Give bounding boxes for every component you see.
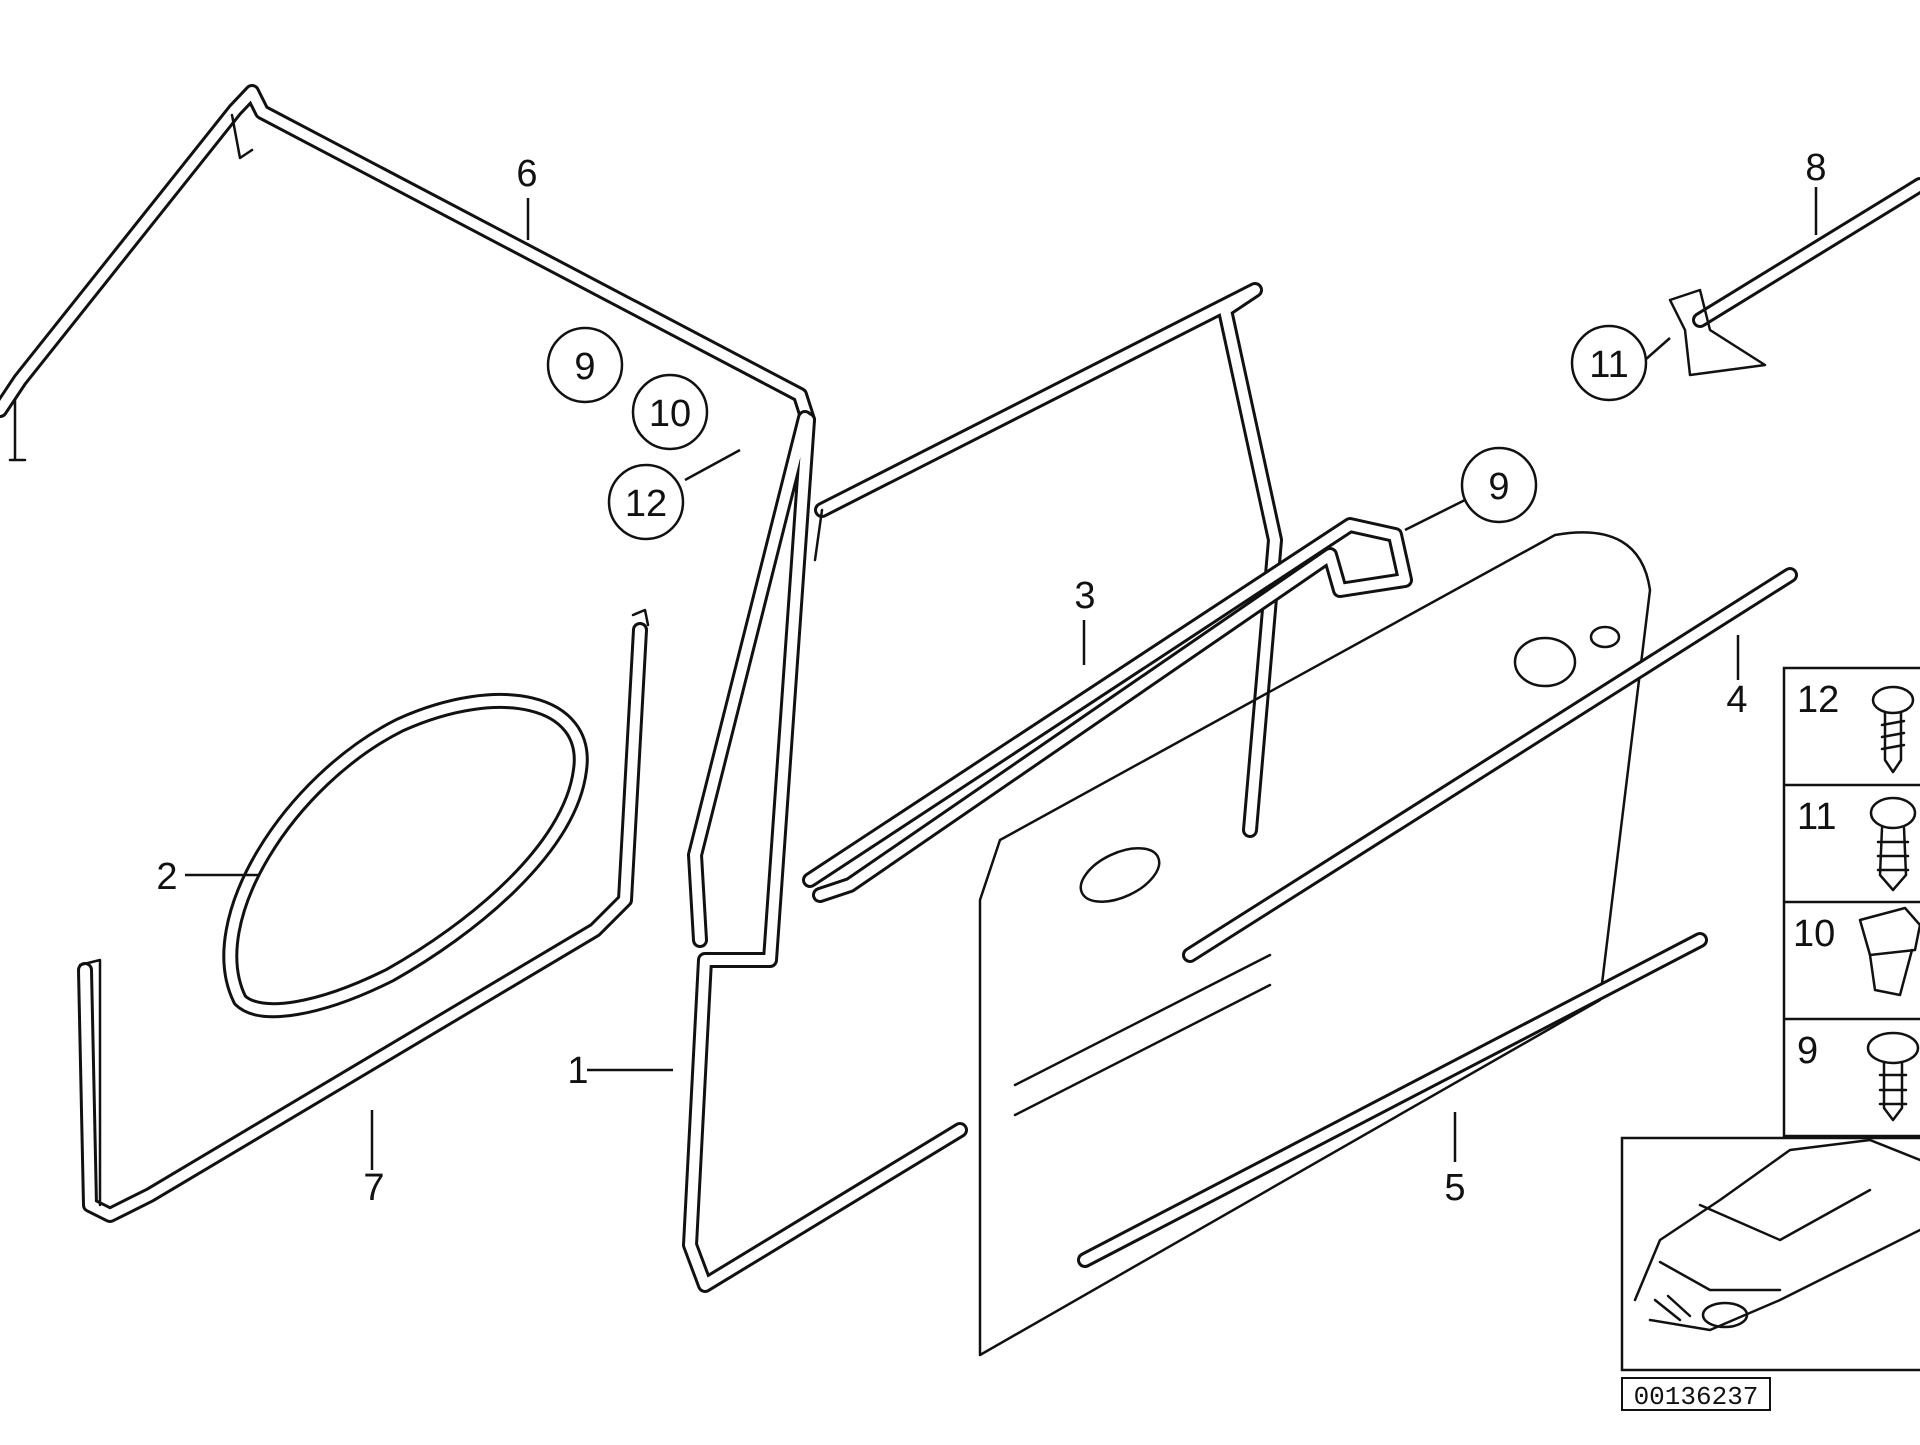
- fastener-table: 12 11 10 9: [1782, 666, 1920, 1138]
- circled-callout-11: 11: [1589, 344, 1628, 386]
- circled-callout-10: 10: [649, 393, 691, 435]
- clip-9-icon: [1866, 1031, 1920, 1122]
- callout-labels: 1 2 3 4 5 6 7 8: [156, 147, 1826, 1209]
- part-1-door-seal: [682, 410, 968, 1293]
- part-4-belt-moulding: [1182, 567, 1798, 963]
- screw-12-icon: [1871, 685, 1915, 774]
- circled-callout-12: 12: [625, 483, 667, 525]
- leader-lines: [185, 187, 1818, 1170]
- callout-1: 1: [567, 1050, 588, 1092]
- clip-10-icon: [1858, 906, 1920, 997]
- part-2-oval-seal: [222, 692, 589, 1019]
- part-5-sill-trim: [1077, 932, 1708, 1268]
- part-7-lower-seal: [77, 608, 650, 1223]
- callout-6: 6: [516, 153, 537, 195]
- fastener-label-11: 11: [1797, 796, 1836, 838]
- callout-2: 2: [156, 856, 177, 898]
- drawing-code: 00136237: [1634, 1382, 1759, 1412]
- callout-4: 4: [1726, 679, 1747, 721]
- part-3-window-strip: [802, 517, 1413, 903]
- fastener-label-12: 12: [1797, 679, 1839, 721]
- fastener-label-9: 9: [1797, 1030, 1818, 1072]
- callout-7: 7: [363, 1167, 384, 1209]
- door-panel: [978, 531, 1652, 1357]
- circled-callout-9-a: 9: [574, 346, 595, 388]
- part-8-strip: [1668, 177, 1920, 377]
- part-6-frame-seal: [0, 84, 816, 462]
- window-frame: [813, 282, 1283, 838]
- fastener-label-10: 10: [1793, 913, 1835, 955]
- callout-8: 8: [1805, 147, 1826, 189]
- locator-car-thumbnail: [1620, 1136, 1920, 1372]
- drawing-code-box: 00136237: [1621, 1377, 1771, 1412]
- circled-callout-9-b: 9: [1488, 466, 1509, 508]
- circled-callouts: 9 10 12 9 11: [546, 324, 1648, 541]
- callout-5: 5: [1444, 1167, 1465, 1209]
- callout-3: 3: [1074, 575, 1095, 617]
- clip-11-icon: [1869, 796, 1917, 892]
